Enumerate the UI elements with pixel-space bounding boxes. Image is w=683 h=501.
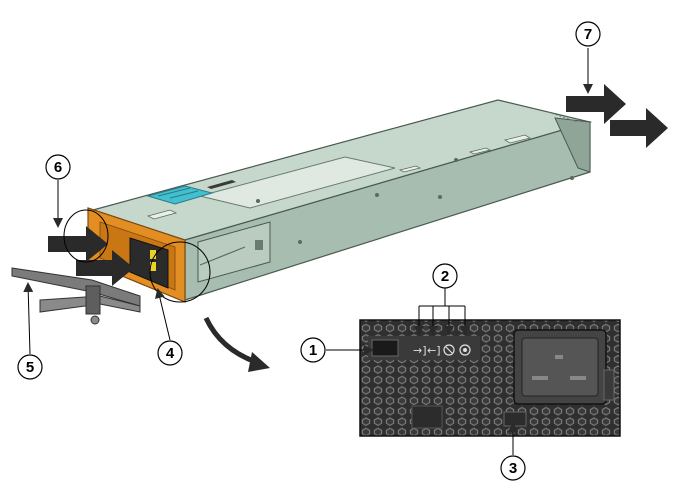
svg-text:2: 2	[441, 268, 449, 285]
airflow-exhaust-arrows	[566, 84, 668, 148]
fault-icon	[443, 344, 455, 356]
svg-text:5: 5	[26, 359, 34, 376]
chassis-label-area	[199, 156, 396, 209]
svg-text:←]: ←]	[427, 344, 441, 357]
callout-2: 2	[432, 263, 458, 289]
power-supply-module	[11, 99, 593, 325]
svg-text:7: 7	[584, 26, 592, 43]
power-output-icon: ←]	[427, 344, 441, 357]
power-input-icon: →]	[413, 344, 427, 357]
ok-icon	[459, 344, 471, 356]
callout-3: 3	[500, 455, 526, 481]
svg-text:4: 4	[166, 345, 175, 362]
callout-7: 7	[575, 21, 601, 47]
svg-text:→]: →]	[413, 344, 427, 357]
intake-highlight-ellipse	[63, 209, 109, 263]
led-highlight-ellipse	[149, 241, 211, 303]
svg-text:6: 6	[54, 159, 62, 176]
airflow-intake-arrows	[48, 226, 134, 286]
svg-text:1: 1	[309, 342, 317, 359]
callout-5: 5	[17, 354, 43, 380]
ejector-handle[interactable]	[11, 267, 141, 325]
leader-lines	[23, 48, 593, 455]
chassis-rear	[554, 117, 591, 173]
ground-point	[503, 411, 527, 427]
callout-6: 6	[45, 154, 71, 180]
svg-text:3: 3	[509, 460, 517, 477]
callout-4: 4	[157, 340, 183, 366]
release-latch[interactable]	[371, 339, 399, 357]
callout-1: 1	[300, 337, 326, 363]
front-panel-view: →] ←]	[359, 319, 621, 437]
